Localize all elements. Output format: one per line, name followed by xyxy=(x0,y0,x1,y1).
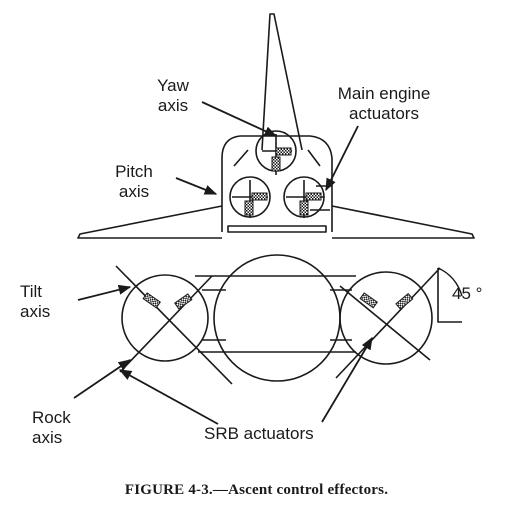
right-wing xyxy=(331,205,475,239)
pitch-arrow xyxy=(175,177,218,195)
actuator-left-v xyxy=(244,200,254,216)
srb-actuator-1 xyxy=(142,292,161,309)
right-srb xyxy=(339,271,433,365)
actuator-right-v xyxy=(299,200,309,216)
main-engine-actuators-label: Main engine actuators xyxy=(337,84,431,123)
yaw-axis-label: Yaw axis xyxy=(157,76,189,115)
main-engine-arrow xyxy=(325,125,359,192)
srb-actuators-label: SRB actuators xyxy=(204,424,314,443)
srb-arrow-right xyxy=(321,336,373,423)
right-srb-line-b xyxy=(335,267,441,379)
actuator-top-v xyxy=(271,156,281,172)
left-srb xyxy=(121,274,209,362)
tilt-axis-label: Tilt axis xyxy=(20,282,51,321)
left-srb-line-b xyxy=(119,275,213,373)
actuator-right-h xyxy=(305,192,322,201)
right-srb-line-a xyxy=(339,285,431,361)
yaw-arrow xyxy=(201,101,278,137)
tilt-arrow xyxy=(77,284,132,301)
external-tank xyxy=(213,254,341,382)
srb-actuator-3 xyxy=(359,292,378,309)
figure-caption: FIGURE 4-3.—Ascent control effectors. xyxy=(124,482,389,498)
body-flap xyxy=(227,225,327,233)
angle-45-label: 45 ° xyxy=(452,284,483,303)
actuator-left-h xyxy=(251,192,268,201)
attach-strut-left xyxy=(202,289,226,341)
left-srb-line-a xyxy=(115,265,233,385)
srb-arrow-left xyxy=(118,369,219,425)
angle-reference-line xyxy=(437,268,462,323)
rock-axis-label: Rock axis xyxy=(32,408,71,447)
attach-strut-right xyxy=(330,289,352,341)
srb-actuator-2 xyxy=(174,293,193,310)
rock-arrow xyxy=(73,359,132,399)
orbiter-inner-contour xyxy=(233,149,321,167)
vertical-tail xyxy=(261,13,303,151)
angle-arc xyxy=(437,267,463,297)
pitch-axis-label: Pitch axis xyxy=(115,162,153,201)
left-wing xyxy=(77,205,223,239)
srb-actuator-4 xyxy=(395,292,414,310)
actuator-top-h xyxy=(275,147,292,156)
